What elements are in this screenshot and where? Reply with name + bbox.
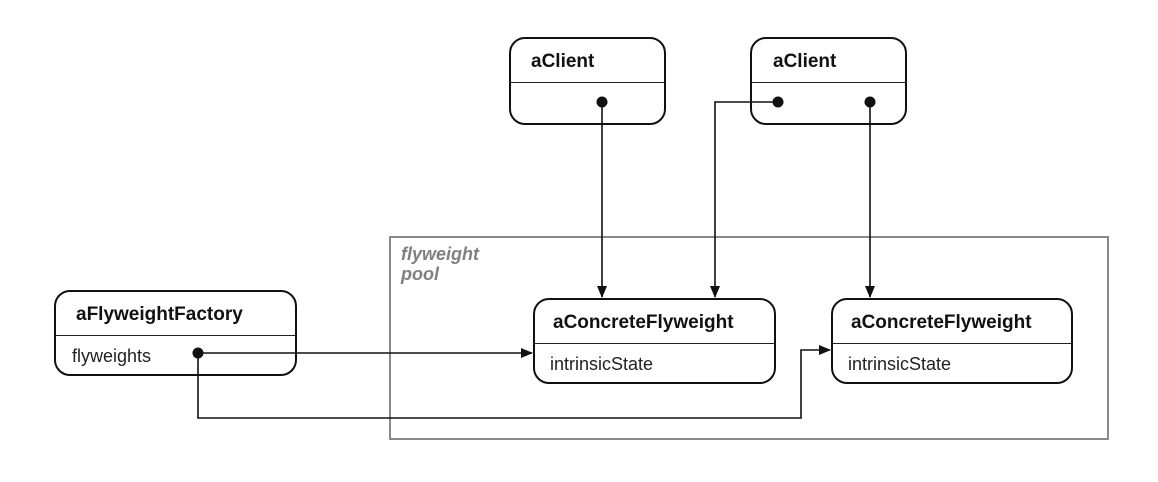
concrete-flyweight-object-2[interactable]: aConcreteFlyweight intrinsicState [831, 298, 1073, 384]
concrete-flyweight-2-body: intrinsicState [833, 344, 1071, 382]
factory-flyweights-field: flyweights [72, 346, 152, 366]
flyweight-pool-label: flyweight pool [401, 244, 479, 284]
concrete-flyweight-1-field: intrinsicState [550, 354, 654, 374]
client-object-2[interactable]: aClient [750, 37, 907, 125]
client-2-to-flyweight-1-arrow [710, 101, 778, 298]
concrete-flyweight-2-title: aConcreteFlyweight [833, 300, 1071, 344]
client-1-title: aClient [511, 39, 664, 83]
client-object-1[interactable]: aClient [509, 37, 666, 125]
factory-to-flyweight-2-arrow [197, 345, 831, 419]
factory-title: aFlyweightFactory [56, 292, 295, 336]
flyweight-factory-object[interactable]: aFlyweightFactory flyweights [54, 290, 297, 376]
pool-label-line2: pool [401, 264, 439, 284]
client-2-title: aClient [752, 39, 905, 83]
concrete-flyweight-1-title: aConcreteFlyweight [535, 300, 774, 344]
factory-body: flyweights [56, 336, 295, 374]
concrete-flyweight-1-body: intrinsicState [535, 344, 774, 382]
flyweight-pool-boundary [389, 236, 1109, 440]
concrete-flyweight-2-field: intrinsicState [848, 354, 952, 374]
pool-label-line1: flyweight [401, 244, 480, 264]
concrete-flyweight-object-1[interactable]: aConcreteFlyweight intrinsicState [533, 298, 776, 384]
